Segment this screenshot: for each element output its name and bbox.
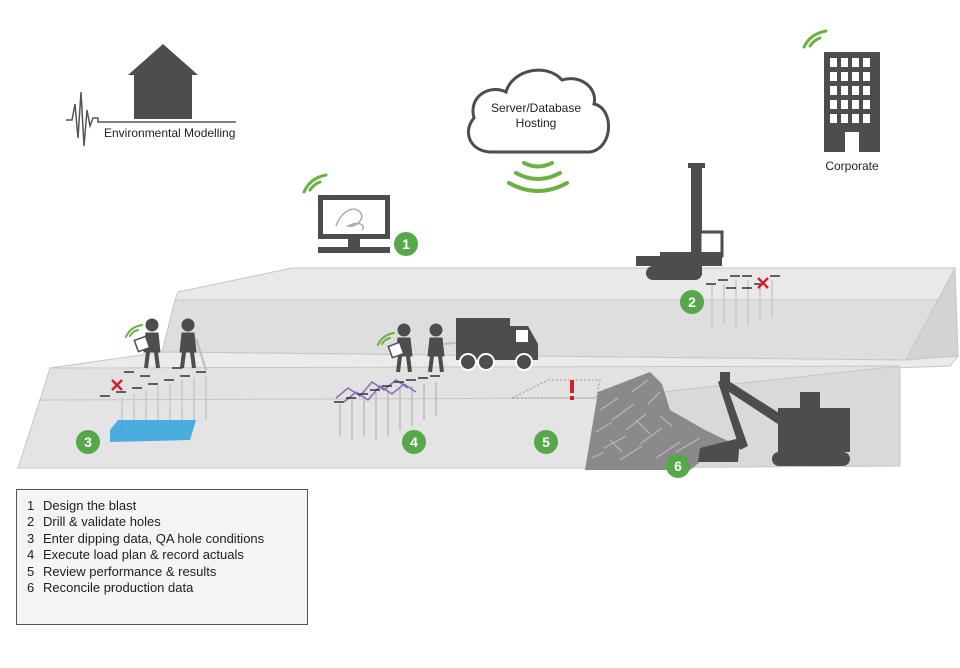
server-label-line2: Hosting — [516, 116, 557, 130]
seismograph-icon — [66, 91, 236, 147]
legend-text: Execute load plan & record actuals — [43, 547, 244, 563]
wifi-icon — [507, 161, 569, 193]
computer-monitor-icon — [318, 195, 390, 253]
alert-x-icon — [757, 277, 769, 289]
step-badge-5: 5 — [534, 430, 558, 454]
step-badge-6: 6 — [666, 454, 690, 478]
legend-box: 1 Design the blast 2 Drill & validate hole… — [16, 489, 308, 625]
hole-collars-4 — [334, 375, 440, 403]
server-database-hosting: Server/Database Hosting — [467, 68, 610, 193]
legend-number: 6 — [27, 580, 35, 596]
hole-collars-3 — [100, 367, 206, 397]
svg-text:1: 1 — [402, 236, 410, 252]
svg-text:4: 4 — [410, 434, 418, 450]
water-level-box — [110, 420, 196, 442]
design-workstation — [302, 173, 390, 253]
svg-text:5: 5 — [542, 434, 550, 450]
corporate: Corporate — [802, 29, 880, 173]
svg-text:3: 3 — [84, 434, 92, 450]
legend-item: 5 Review performance & results — [27, 564, 307, 580]
environmental-label: Environmental Modelling — [104, 126, 235, 140]
worker-pair-3 — [125, 318, 207, 371]
wifi-icon — [377, 332, 395, 346]
legend-number: 5 — [27, 563, 35, 579]
office-building-icon — [824, 52, 880, 152]
upper-bench-face — [161, 299, 939, 361]
drilled-holes-4 — [339, 382, 437, 440]
legend-item: 2 Drill & validate holes — [27, 514, 307, 530]
excavator-icon — [698, 372, 850, 466]
corporate-label: Corporate — [825, 159, 879, 173]
worker-pair-4 — [377, 323, 465, 373]
legend-text: Review performance & results — [43, 563, 217, 579]
muckpile-hatching — [591, 379, 701, 461]
step-badge-2: 2 — [680, 290, 704, 314]
legend-number: 3 — [27, 530, 35, 546]
blasted-zone-hatch — [511, 379, 601, 399]
legend-text: Reconcile production data — [43, 580, 194, 596]
hole-collars-upper — [706, 275, 780, 289]
wifi-icon — [802, 29, 828, 49]
legend-text: Design the blast — [43, 498, 137, 513]
server-label-line1: Server/Database — [491, 101, 581, 115]
mine-benches — [17, 266, 960, 470]
load-plan-lines — [335, 379, 417, 403]
environmental-modelling: Environmental Modelling — [66, 44, 236, 147]
legend-number: 2 — [27, 514, 35, 530]
alert-x-icon — [111, 379, 123, 391]
truck-icon — [456, 318, 538, 371]
upper-bench-top — [174, 267, 956, 301]
legend-text: Drill & validate holes — [43, 514, 161, 530]
alert-exclamation-icon — [570, 380, 574, 400]
legend-item: 1 Design the blast — [27, 498, 307, 514]
legend-item: 6 Reconcile production data — [27, 580, 307, 596]
step-badge-1: 1 — [394, 232, 418, 256]
house-icon — [128, 44, 198, 119]
worker-icon — [179, 318, 207, 371]
legend-number: 1 — [27, 498, 35, 513]
drill-rig-icon — [636, 163, 724, 280]
legend-item: 3 Enter dipping data, QA hole conditions — [27, 531, 307, 547]
cloud-icon — [467, 68, 610, 154]
muckpile — [585, 372, 730, 470]
legend-item: 4 Execute load plan & record actuals — [27, 547, 307, 563]
lower-bench-top — [17, 397, 606, 469]
wifi-icon — [302, 173, 328, 194]
legend-text: Enter dipping data, QA hole conditions — [43, 530, 265, 546]
step-badge-3: 3 — [76, 430, 100, 454]
worker-icon — [133, 318, 161, 369]
worker-icon — [387, 323, 413, 373]
svg-text:6: 6 — [674, 458, 682, 474]
wifi-icon — [125, 324, 143, 338]
legend-number: 4 — [27, 547, 35, 563]
step-badge-4: 4 — [402, 430, 426, 454]
svg-text:2: 2 — [688, 294, 696, 310]
